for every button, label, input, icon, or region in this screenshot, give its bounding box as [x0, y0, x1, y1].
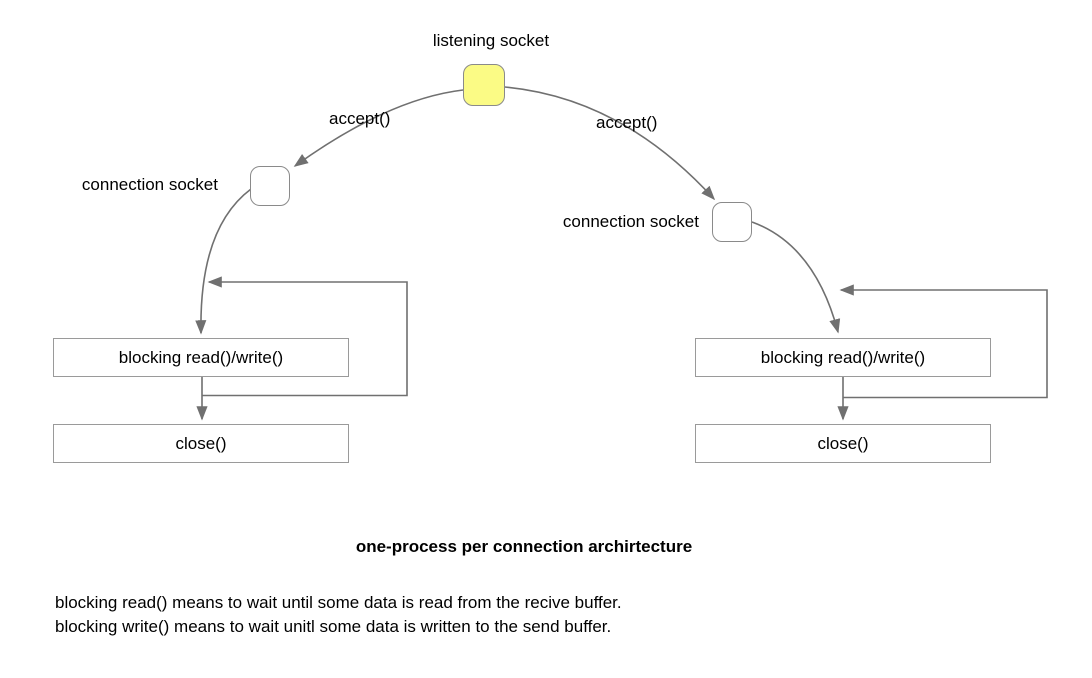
listening-socket-label: listening socket: [432, 31, 550, 50]
curve-right-connection-to-blocking: [751, 221, 841, 334]
note-line-2: blocking write() means to wait unitl som…: [55, 616, 612, 636]
connection-socket-right-label: connection socket: [562, 212, 699, 231]
blocking-read-write-left-box: blocking read()/write(): [53, 338, 349, 377]
close-right-box: close(): [695, 424, 991, 463]
blocking-read-write-right-box: blocking read()/write(): [695, 338, 991, 377]
listening-socket-node: [463, 64, 505, 106]
accept-right-label: accept(): [596, 113, 658, 132]
diagram-caption: one-process per connection archirtecture: [355, 537, 693, 556]
connection-socket-left-label: connection socket: [81, 175, 218, 194]
notes-block: blocking read() means to wait until some…: [55, 591, 622, 638]
close-left-box: close(): [53, 424, 349, 463]
arc-listening-to-left-connection: [293, 89, 464, 167]
arc-listening-to-right-connection: [504, 86, 716, 201]
accept-left-label: accept(): [329, 109, 391, 128]
note-line-1: blocking read() means to wait until some…: [55, 593, 622, 612]
connection-socket-right-node: [712, 202, 752, 242]
loop-left-blocking: [202, 276, 408, 397]
loop-right-blocking: [839, 284, 1048, 399]
curve-left-connection-to-blocking: [195, 188, 252, 335]
connection-socket-left-node: [250, 166, 290, 206]
